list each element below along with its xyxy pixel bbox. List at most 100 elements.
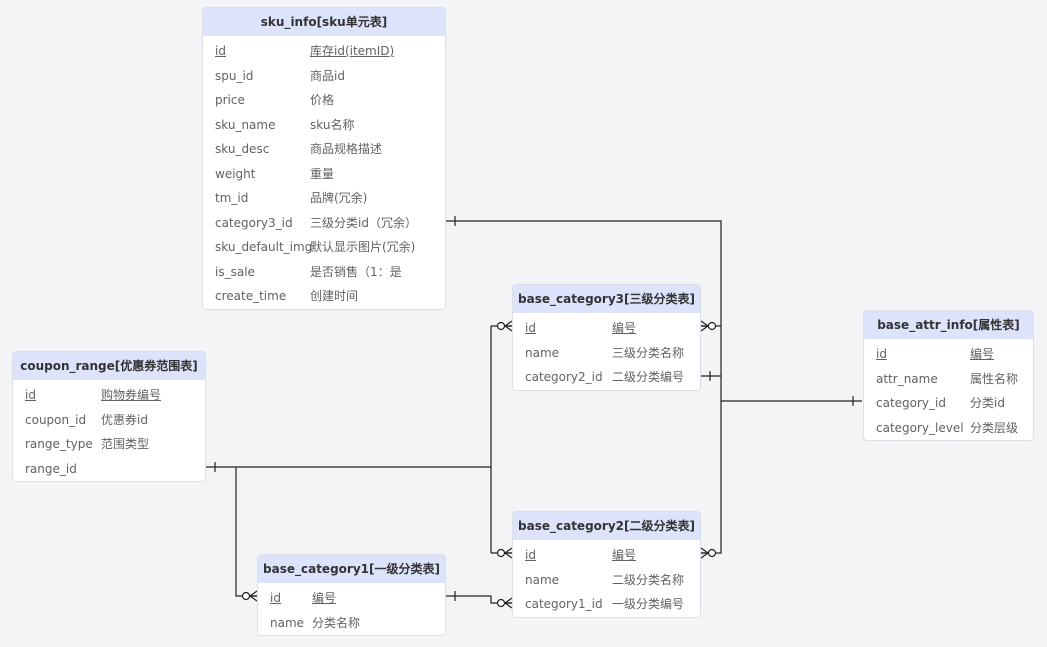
field-comment: 库存id(itemID) [310, 44, 395, 58]
field-row[interactable]: id 购物券编号 [13, 383, 205, 408]
field-comment: 是否销售（1：是 [310, 264, 402, 279]
field-row[interactable]: category3_id 三级分类id（冗余） [203, 211, 445, 236]
field-row[interactable]: range_id [13, 457, 205, 482]
field-comment: 创建时间 [310, 289, 359, 303]
entity-title: base_category1[一级分类表] [258, 555, 445, 583]
field-name: spu_id [215, 68, 254, 83]
many-marker [249, 590, 258, 602]
field-row[interactable]: category2_id 二级分类编号 [513, 365, 700, 390]
field-name: coupon_id [25, 412, 87, 427]
field-name: sku_desc [215, 142, 270, 156]
zero-marker [496, 548, 506, 558]
field-name: is_sale [215, 264, 255, 279]
relationship-line [235, 467, 257, 597]
field-row[interactable]: tm_id 品牌(冗余) [203, 186, 445, 211]
relationship-line [446, 220, 862, 402]
field-name: category1_id [525, 597, 603, 611]
field-row[interactable]: category_level 分类层级 [864, 416, 1033, 441]
field-row[interactable]: attr_name 属性名称 [864, 367, 1033, 392]
field-comment: 二级分类编号 [612, 370, 685, 384]
many-marker [504, 597, 513, 609]
field-row[interactable]: category_id 分类id [864, 391, 1033, 416]
field-comment: sku名称 [310, 117, 355, 132]
entity-title: base_category3[三级分类表] [513, 285, 700, 313]
field-comment: 购物券编号 [101, 388, 162, 402]
primary-key-field-name: id [876, 347, 887, 361]
field-row[interactable]: sku_desc 商品规格描述 [203, 137, 445, 162]
field-comment: 编号 [312, 591, 337, 605]
entity-title: sku_info[sku单元表] [203, 8, 445, 36]
field-row[interactable]: id 库存id(itemID) [203, 39, 445, 64]
field-row[interactable]: name 分类名称 [258, 611, 445, 636]
field-name: category_level [876, 420, 964, 435]
entity-base-category1[interactable]: base_category1[一级分类表] id 编号 name 分类名称 [257, 554, 446, 636]
field-comment: 优惠券id [101, 412, 148, 427]
field-name: category3_id [215, 215, 293, 230]
field-name: sku_default_img [215, 240, 313, 254]
field-list: id 编号 name 分类名称 [258, 583, 445, 635]
field-name: attr_name [876, 371, 938, 386]
field-comment: 编号 [612, 321, 637, 335]
primary-key-field-name: id [525, 548, 536, 562]
field-name: price [215, 93, 245, 107]
field-name: sku_name [215, 117, 276, 132]
field-name: weight [215, 166, 256, 181]
primary-key-field-name: id [215, 44, 226, 58]
field-row[interactable]: sku_name sku名称 [203, 113, 445, 138]
many-marker [504, 320, 513, 332]
entity-coupon-range[interactable]: coupon_range[优惠券范围表] id 购物券编号 coupon_id 优惠券… [12, 351, 206, 482]
field-comment: 分类名称 [312, 615, 361, 630]
field-comment: 编号 [612, 548, 637, 562]
primary-key-field-name: id [25, 388, 36, 402]
field-name: name [525, 345, 560, 360]
field-name: create_time [215, 289, 287, 303]
field-name: category2_id [525, 370, 603, 384]
field-name: name [270, 615, 305, 630]
many-marker [700, 320, 709, 332]
entity-title: base_attr_info[属性表] [864, 311, 1033, 339]
field-row[interactable]: id 编号 [513, 543, 700, 568]
field-comment: 分类层级 [970, 420, 1019, 435]
field-name: category_id [876, 396, 946, 410]
field-row[interactable]: id 编号 [258, 586, 445, 611]
field-comment: 品牌(冗余) [310, 191, 368, 205]
zero-marker [707, 548, 717, 558]
zero-marker [496, 598, 506, 608]
field-comment: 分类id [970, 396, 1005, 410]
field-comment: 三级分类id（冗余） [310, 215, 417, 230]
zero-marker [707, 321, 717, 331]
field-comment: 属性名称 [970, 371, 1019, 386]
field-row[interactable]: weight 重量 [203, 162, 445, 187]
zero-marker [241, 591, 251, 601]
many-marker [700, 547, 709, 559]
field-row[interactable]: coupon_id 优惠券id [13, 408, 205, 433]
many-marker [504, 547, 513, 559]
field-row[interactable]: is_sale 是否销售（1：是 [203, 260, 445, 285]
primary-key-field-name: id [270, 591, 281, 605]
field-name: range_id [25, 461, 77, 476]
entity-title: coupon_range[优惠券范围表] [13, 352, 205, 380]
field-comment: 商品规格描述 [310, 142, 383, 156]
field-comment: 重量 [310, 166, 335, 181]
field-name: name [525, 572, 560, 587]
field-name: tm_id [215, 191, 249, 205]
field-row[interactable]: create_time 创建时间 [203, 284, 445, 309]
